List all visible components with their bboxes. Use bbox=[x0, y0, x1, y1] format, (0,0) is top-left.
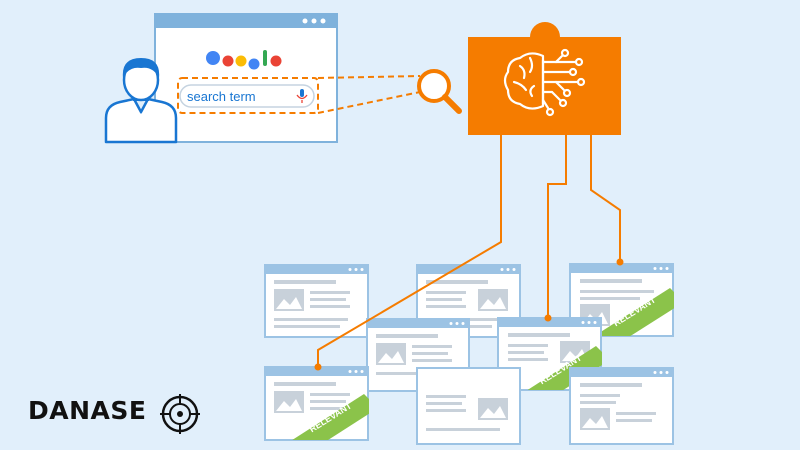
result-window[interactable] bbox=[416, 367, 521, 445]
search-highlight-connector bbox=[177, 75, 421, 114]
magnifier-icon bbox=[417, 69, 462, 114]
brand-logo-text: DANASE bbox=[28, 396, 147, 425]
search-engine-logo bbox=[206, 50, 282, 70]
connector-lines bbox=[317, 135, 621, 367]
target-icon bbox=[160, 394, 200, 434]
brain-icon bbox=[503, 48, 586, 117]
microphone-icon[interactable] bbox=[296, 89, 308, 103]
user-icon bbox=[104, 58, 178, 144]
search-term-text: search term bbox=[187, 89, 256, 104]
result-window[interactable] bbox=[264, 264, 369, 338]
connector-endpoints bbox=[314, 258, 624, 371]
result-window-relevant[interactable]: RELEVANT bbox=[264, 366, 378, 450]
result-window[interactable] bbox=[569, 367, 674, 445]
ai-brain-box bbox=[468, 22, 621, 135]
search-bar[interactable]: search term bbox=[179, 84, 315, 108]
